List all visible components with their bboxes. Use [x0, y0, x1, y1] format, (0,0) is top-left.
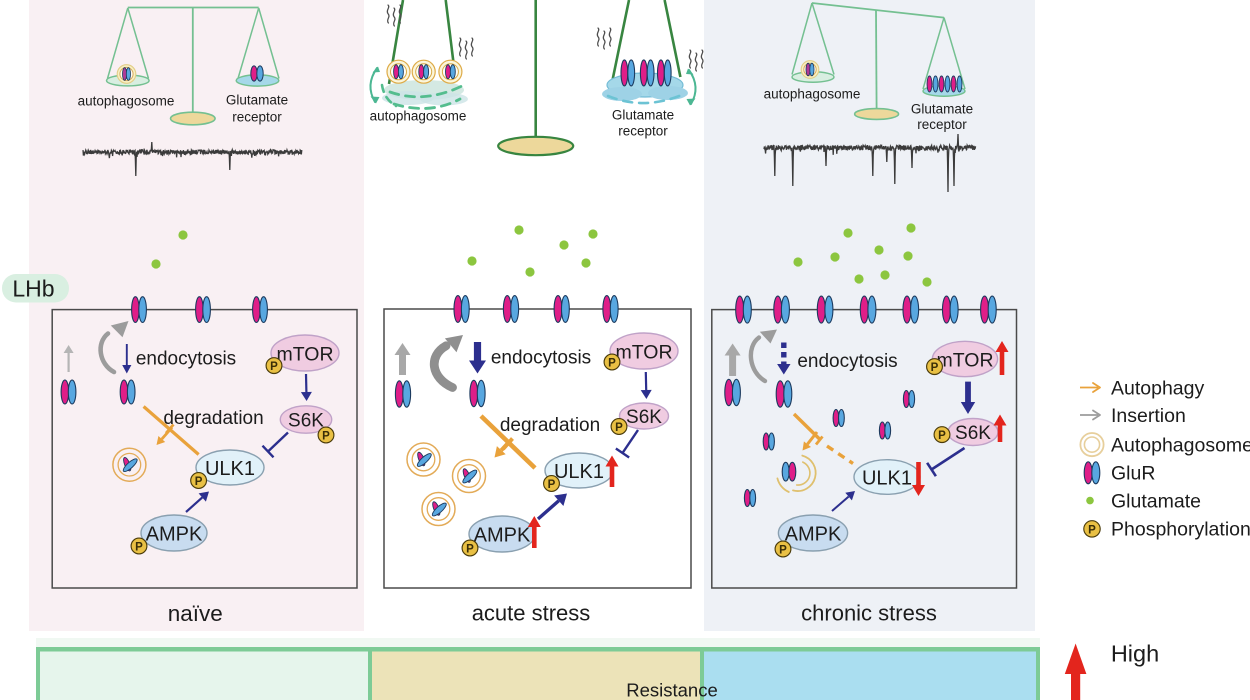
svg-text:Resistance: Resistance: [626, 679, 718, 700]
svg-text:receptor: receptor: [917, 117, 967, 132]
svg-text:endocytosis: endocytosis: [136, 349, 236, 370]
svg-text:P: P: [195, 476, 203, 488]
svg-text:ULK1: ULK1: [554, 461, 604, 483]
svg-text:P: P: [615, 422, 623, 434]
svg-text:Autophagosome: Autophagosome: [1111, 434, 1250, 456]
svg-text:endocytosis: endocytosis: [491, 348, 591, 369]
svg-text:degradation: degradation: [163, 408, 263, 429]
svg-text:Glutamate: Glutamate: [1111, 490, 1201, 512]
svg-text:acute stress: acute stress: [472, 601, 591, 626]
svg-text:mTOR: mTOR: [276, 343, 333, 365]
svg-text:P: P: [938, 430, 946, 442]
svg-text:P: P: [931, 362, 939, 374]
svg-text:Glutamate: Glutamate: [226, 93, 288, 108]
svg-text:P: P: [779, 545, 787, 557]
svg-text:chronic stress: chronic stress: [801, 601, 937, 626]
svg-text:autophagosome: autophagosome: [370, 108, 467, 123]
svg-text:autophagosome: autophagosome: [764, 87, 861, 102]
svg-text:P: P: [135, 542, 143, 554]
svg-text:endocytosis: endocytosis: [797, 351, 897, 372]
svg-text:LHb: LHb: [12, 276, 54, 302]
svg-text:Phosphorylation: Phosphorylation: [1111, 519, 1250, 541]
svg-text:ULK1: ULK1: [862, 468, 912, 490]
svg-text:Glutamate: Glutamate: [911, 101, 973, 116]
svg-text:P: P: [322, 431, 330, 443]
svg-text:S6K: S6K: [288, 411, 324, 432]
svg-text:AMPK: AMPK: [785, 524, 842, 546]
svg-text:S6K: S6K: [626, 407, 662, 428]
svg-text:mTOR: mTOR: [615, 341, 672, 363]
svg-text:P: P: [548, 479, 556, 491]
svg-text:S6K: S6K: [955, 423, 991, 444]
svg-text:GluR: GluR: [1111, 463, 1155, 485]
svg-text:receptor: receptor: [618, 124, 668, 139]
svg-text:mTOR: mTOR: [936, 349, 993, 371]
svg-text:P: P: [1088, 524, 1096, 536]
svg-text:Insertion: Insertion: [1111, 405, 1186, 427]
svg-text:Glutamate: Glutamate: [612, 107, 674, 122]
svg-text:AMPK: AMPK: [474, 525, 531, 547]
svg-text:naïve: naïve: [168, 601, 223, 626]
svg-text:AMPK: AMPK: [146, 524, 203, 546]
svg-text:P: P: [466, 544, 474, 556]
svg-text:autophagosome: autophagosome: [78, 94, 175, 109]
svg-text:Autophagy: Autophagy: [1111, 377, 1204, 399]
svg-text:P: P: [608, 358, 616, 370]
svg-text:P: P: [270, 361, 278, 373]
svg-text:High: High: [1111, 641, 1159, 667]
svg-text:degradation: degradation: [500, 415, 600, 436]
svg-text:receptor: receptor: [232, 110, 282, 125]
svg-text:ULK1: ULK1: [205, 458, 255, 480]
